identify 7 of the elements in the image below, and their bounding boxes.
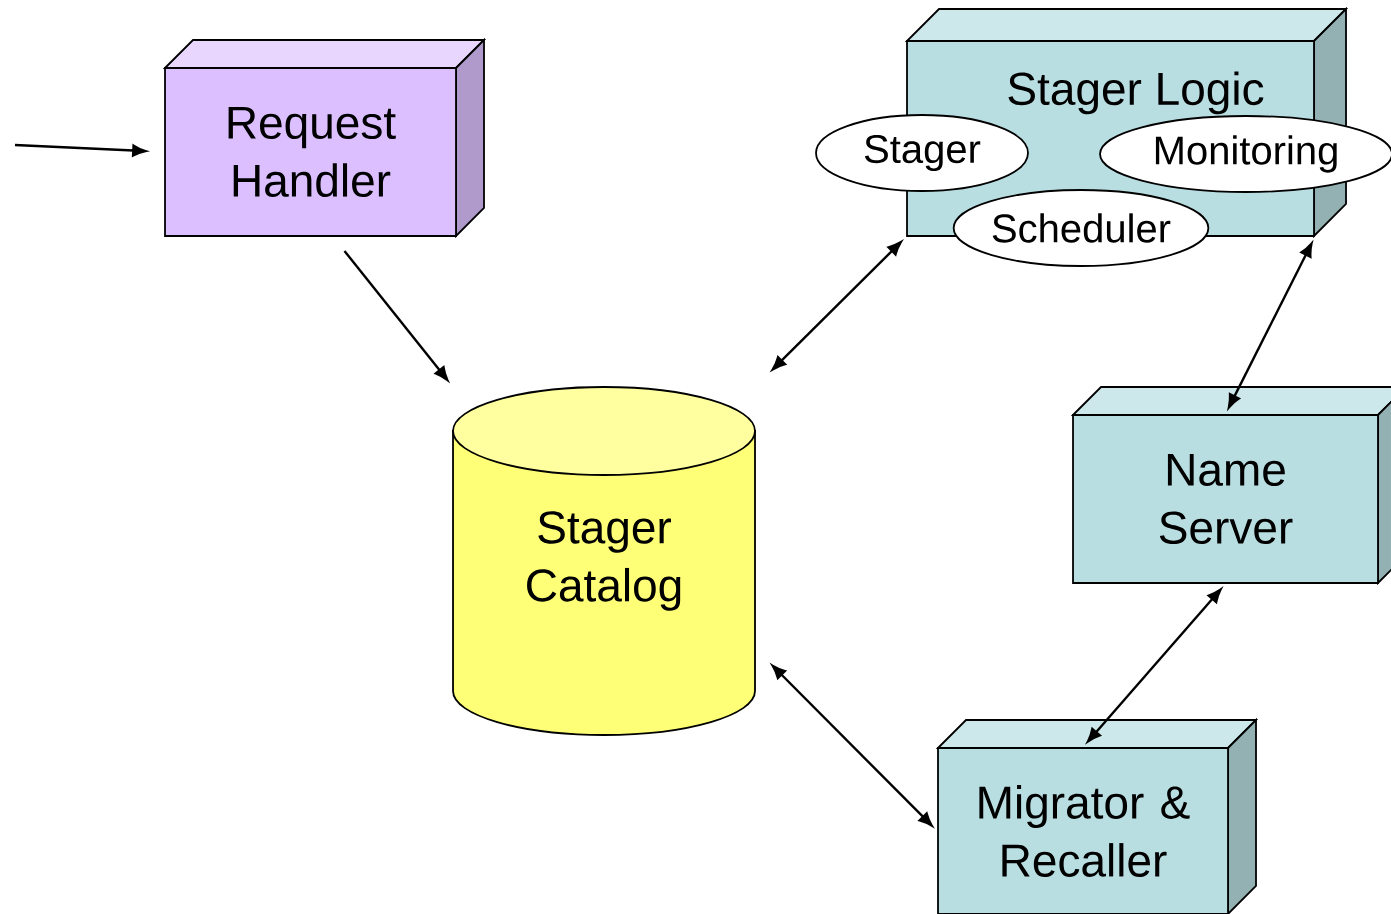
database-cylinder: Stager Catalog	[452, 386, 756, 736]
arrow	[343, 250, 449, 381]
arrow	[771, 241, 902, 371]
arrow	[771, 664, 933, 827]
arrow	[1086, 588, 1222, 743]
arrow	[1227, 242, 1313, 409]
arrow	[14, 143, 147, 157]
